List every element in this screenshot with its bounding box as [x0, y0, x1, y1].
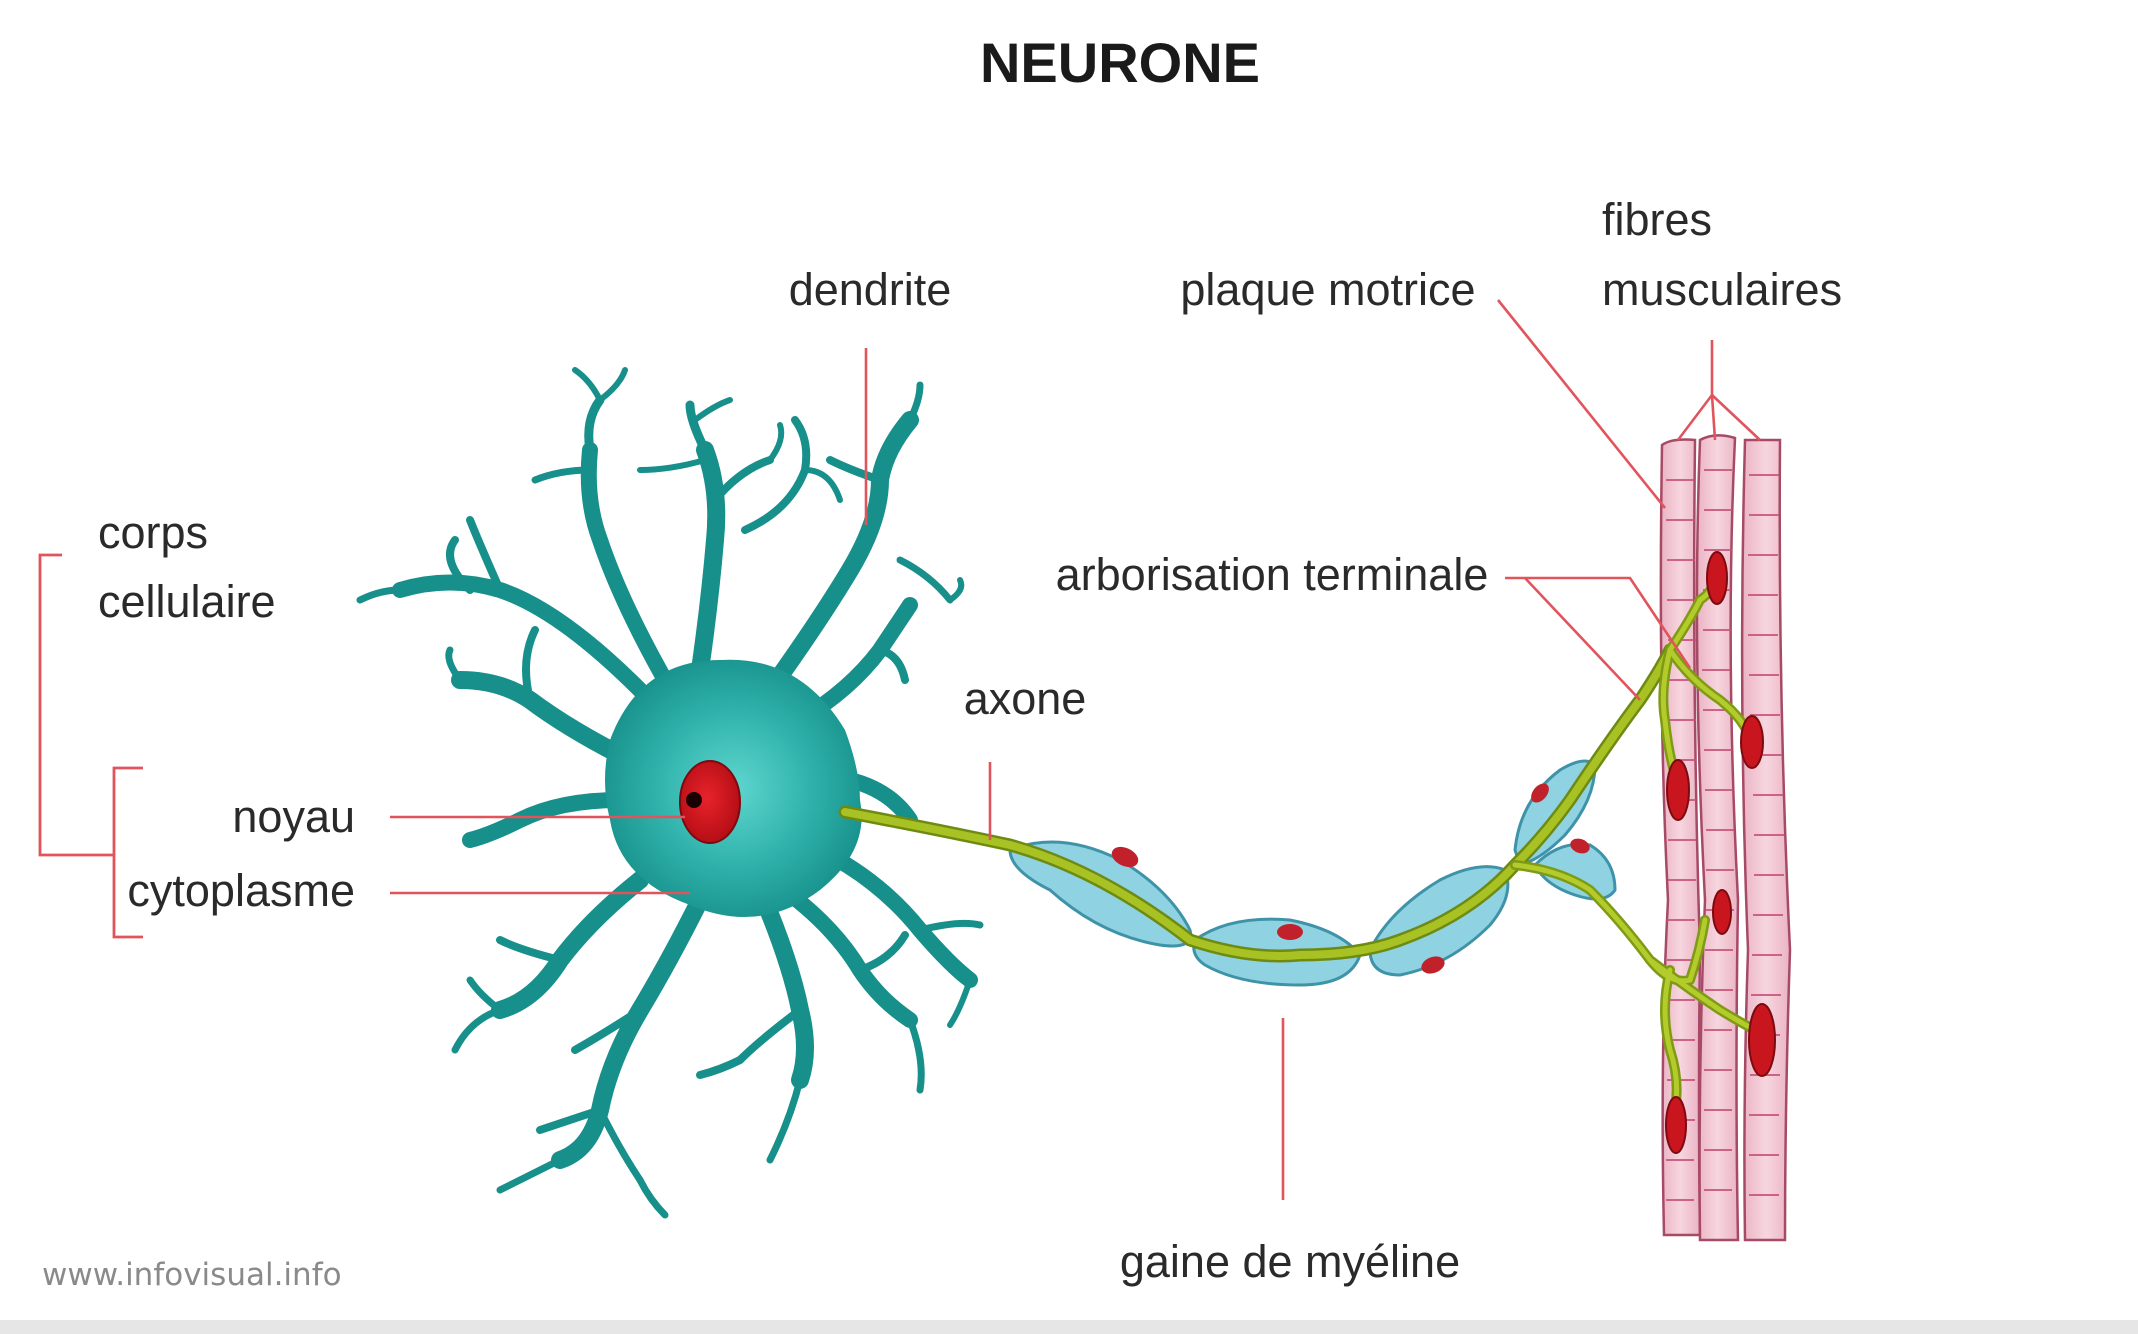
- label-cellulaire: cellulaire: [98, 576, 276, 627]
- label-corps: corps: [98, 507, 208, 558]
- bottom-band: [0, 1320, 2138, 1334]
- motor-end-plates: [1665, 551, 1776, 1154]
- noyau-cytoplasme-bracket: [112, 766, 143, 939]
- nucleus: [679, 760, 741, 844]
- label-cytoplasme: cytoplasme: [127, 865, 355, 916]
- label-arborisation: arborisation terminale: [1056, 549, 1489, 600]
- label-plaque: plaque motrice: [1180, 264, 1475, 315]
- terminal-arborisation: [1510, 570, 1760, 1115]
- label-noyau: noyau: [232, 791, 355, 842]
- label-fibres: fibres: [1602, 194, 1712, 245]
- axon: [838, 643, 1677, 987]
- corps-cellulaire-bracket: [38, 553, 114, 857]
- leader-lines: [390, 299, 1761, 1200]
- label-axone: axone: [964, 673, 1087, 724]
- source-credit: www.infovisual.info: [42, 1257, 342, 1293]
- label-dendrite: dendrite: [789, 264, 952, 315]
- dendrites: [356, 367, 984, 1219]
- diagram-title: NEURONE: [980, 31, 1260, 94]
- label-gaine: gaine de myéline: [1120, 1236, 1460, 1287]
- label-musculaires: musculaires: [1602, 264, 1842, 315]
